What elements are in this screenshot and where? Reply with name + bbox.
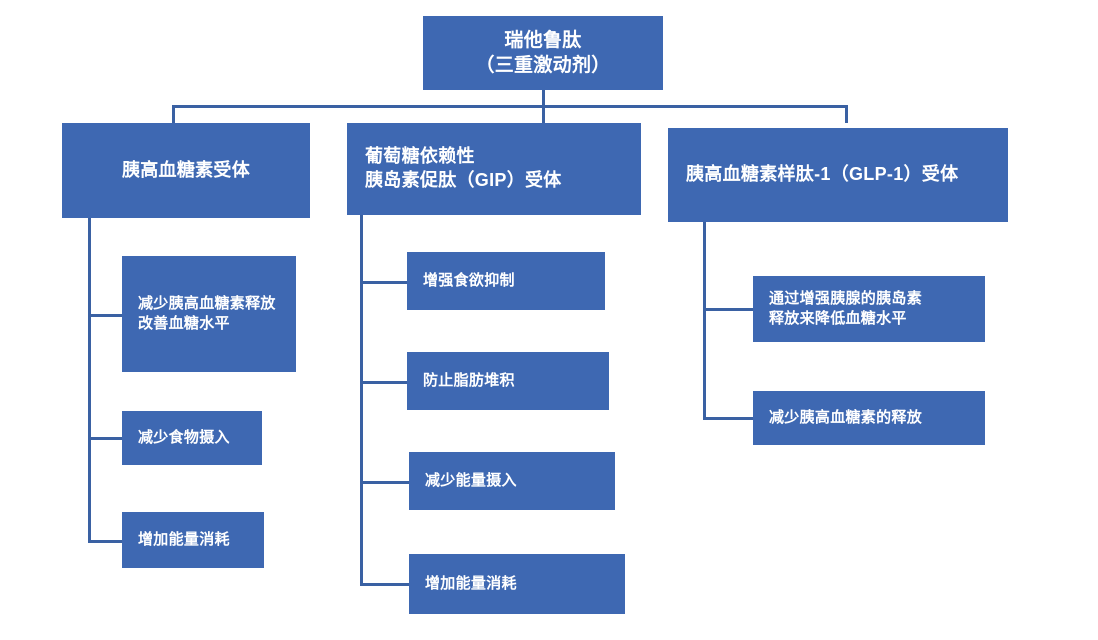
connector-stub-3-2 bbox=[703, 417, 755, 420]
branch-node-glucagon-receptor[interactable]: 胰高血糖素受体 bbox=[62, 123, 310, 218]
effect-node-3-1[interactable]: 通过增强胰腺的胰岛素 释放来降低血糖水平 bbox=[753, 276, 985, 342]
connector-main-bus bbox=[172, 105, 847, 108]
branch-node-gip-receptor[interactable]: 葡萄糖依赖性 胰岛素促肽（GIP）受体 bbox=[347, 123, 641, 215]
effect-node-1-1[interactable]: 减少胰高血糖素释放 改善血糖水平 bbox=[122, 256, 296, 372]
connector-rail-branch-2 bbox=[360, 215, 363, 585]
connector-stub-2-2 bbox=[360, 381, 409, 384]
connector-stub-2-1 bbox=[360, 281, 409, 284]
connector-stub-1-3 bbox=[88, 540, 124, 543]
connector-rail-branch-3 bbox=[703, 222, 706, 419]
root-node[interactable]: 瑞他鲁肽 （三重激动剂） bbox=[423, 16, 663, 90]
effect-node-3-2[interactable]: 减少胰高血糖素的释放 bbox=[753, 391, 985, 445]
branch-node-glp1-receptor[interactable]: 胰高血糖素样肽-1（GLP-1）受体 bbox=[668, 128, 1008, 222]
effect-node-2-1[interactable]: 增强食欲抑制 bbox=[407, 252, 605, 310]
connector-stub-1-2 bbox=[88, 437, 124, 440]
connector-stub-2-3 bbox=[360, 481, 411, 484]
connector-drop-branch-2 bbox=[542, 105, 545, 123]
effect-node-1-3[interactable]: 增加能量消耗 bbox=[122, 512, 264, 568]
connector-stub-3-1 bbox=[703, 308, 755, 311]
connector-drop-branch-3 bbox=[845, 105, 848, 123]
effect-node-2-3[interactable]: 减少能量摄入 bbox=[409, 452, 615, 510]
connector-rail-branch-1 bbox=[88, 218, 91, 543]
connector-stub-1-1 bbox=[88, 314, 124, 317]
connector-drop-branch-1 bbox=[172, 105, 175, 123]
effect-node-2-2[interactable]: 防止脂肪堆积 bbox=[407, 352, 609, 410]
connector-stub-2-4 bbox=[360, 583, 411, 586]
connector-root-stem bbox=[542, 90, 545, 106]
effect-node-1-2[interactable]: 减少食物摄入 bbox=[122, 411, 262, 465]
effect-node-2-4[interactable]: 增加能量消耗 bbox=[409, 554, 625, 614]
